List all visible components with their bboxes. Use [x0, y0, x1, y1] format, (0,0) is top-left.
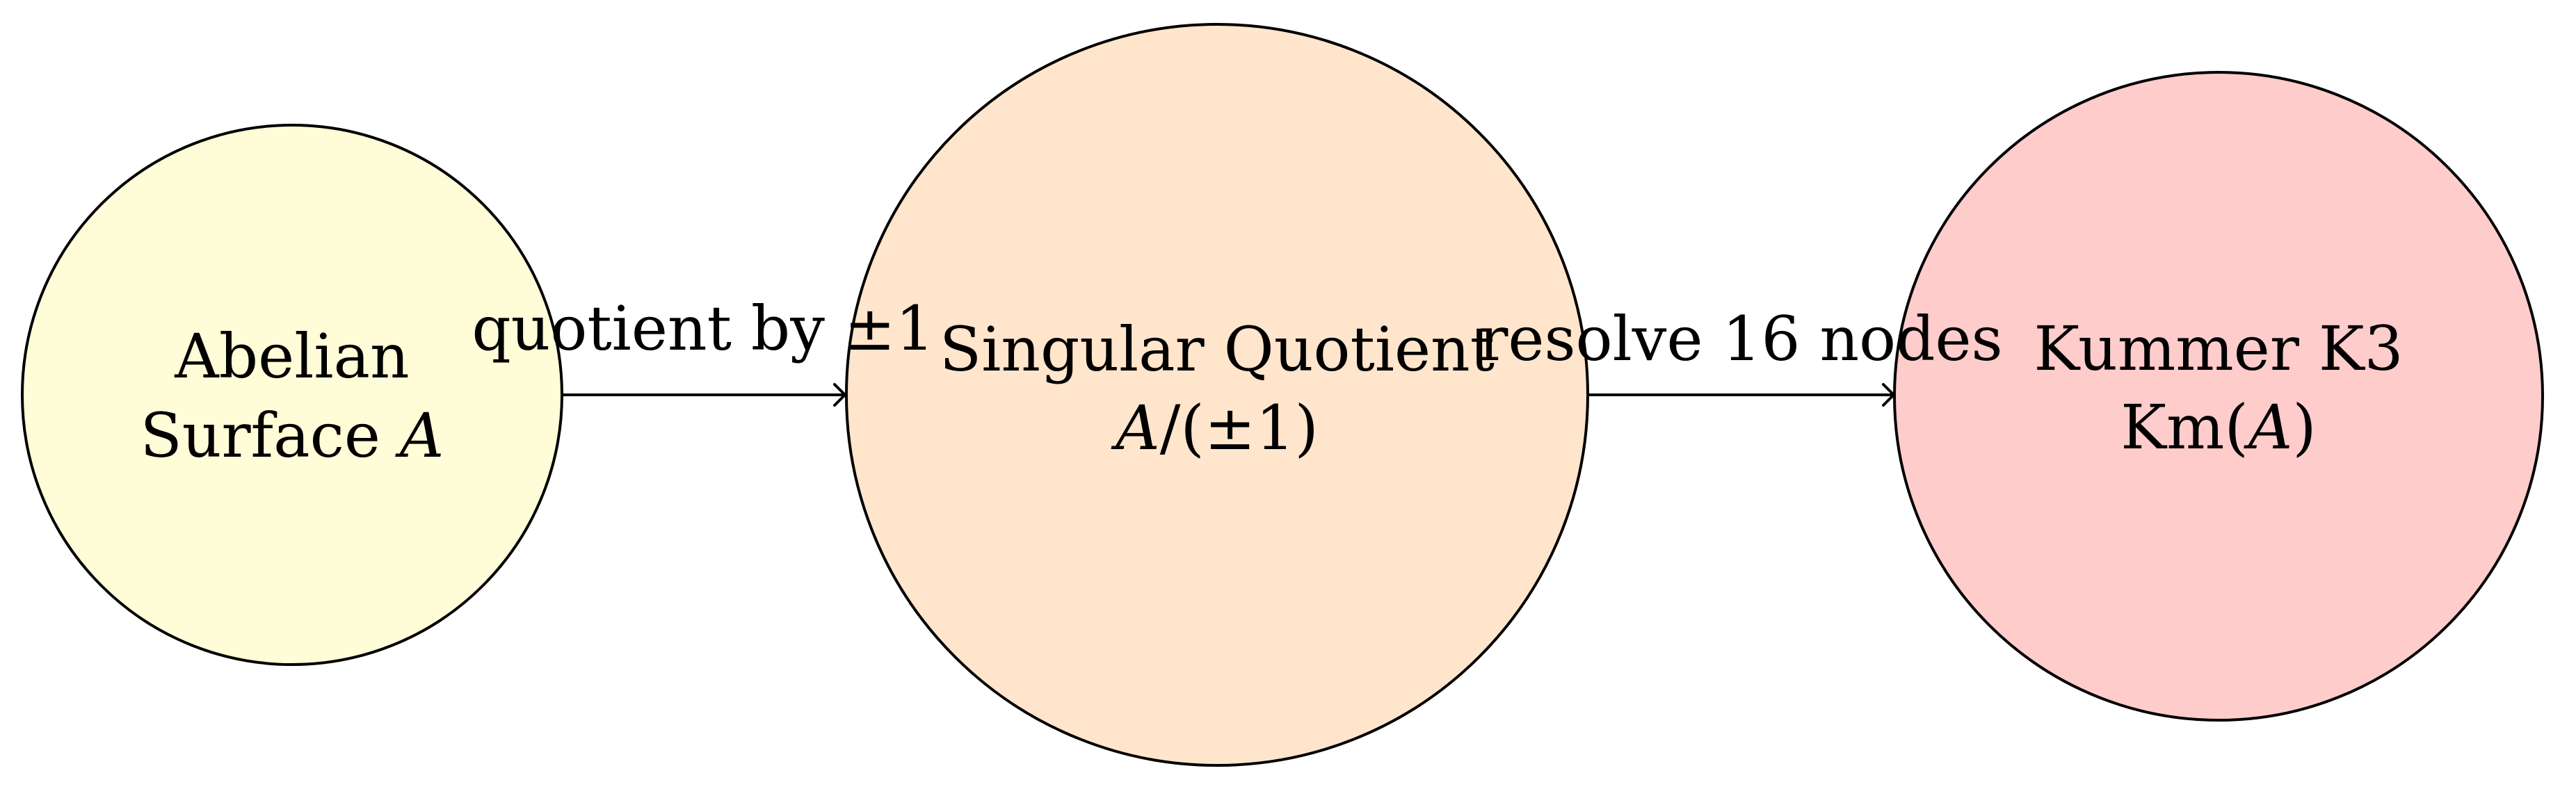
edge-resolve-label: resolve 16 nodes: [1479, 303, 2002, 375]
edge-quotient: quotient by ±1: [472, 293, 935, 407]
node-singular-line2-math: A: [1111, 392, 1160, 464]
node-singular-line2-text: /(±1): [1160, 392, 1319, 464]
node-singular-quotient: Singular Quotient A/(±1): [845, 23, 1589, 767]
node-kummer-line1: Kummer K3: [2034, 313, 2403, 384]
node-kummer-line2: Km(A): [2120, 391, 2316, 463]
node-abelian-line2-math: A: [395, 400, 444, 471]
node-kummer-k3: Kummer K3 Km(A): [1893, 71, 2544, 722]
node-singular-line1: Singular Quotient: [940, 314, 1495, 385]
arrowhead-icon: [1882, 383, 1895, 407]
arrowhead-icon: [833, 383, 846, 407]
node-abelian-line2-text: Surface: [140, 400, 400, 471]
edge-quotient-label: quotient by ±1: [472, 293, 934, 364]
node-abelian-circle: [21, 124, 563, 666]
node-kummer-line2-tail: ): [2292, 391, 2316, 463]
node-singular-line2: A/(±1): [1111, 392, 1319, 464]
node-abelian-surface: Abelian Surface A: [21, 124, 563, 666]
node-kummer-line2-text: Km(: [2120, 391, 2248, 463]
node-abelian-line2: Surface A: [140, 400, 444, 471]
node-kummer-line2-math: A: [2244, 391, 2293, 463]
node-abelian-line1: Abelian: [174, 320, 409, 392]
node-kummer-circle: [1893, 71, 2544, 722]
edge-resolve: resolve 16 nodes: [1479, 303, 2003, 407]
